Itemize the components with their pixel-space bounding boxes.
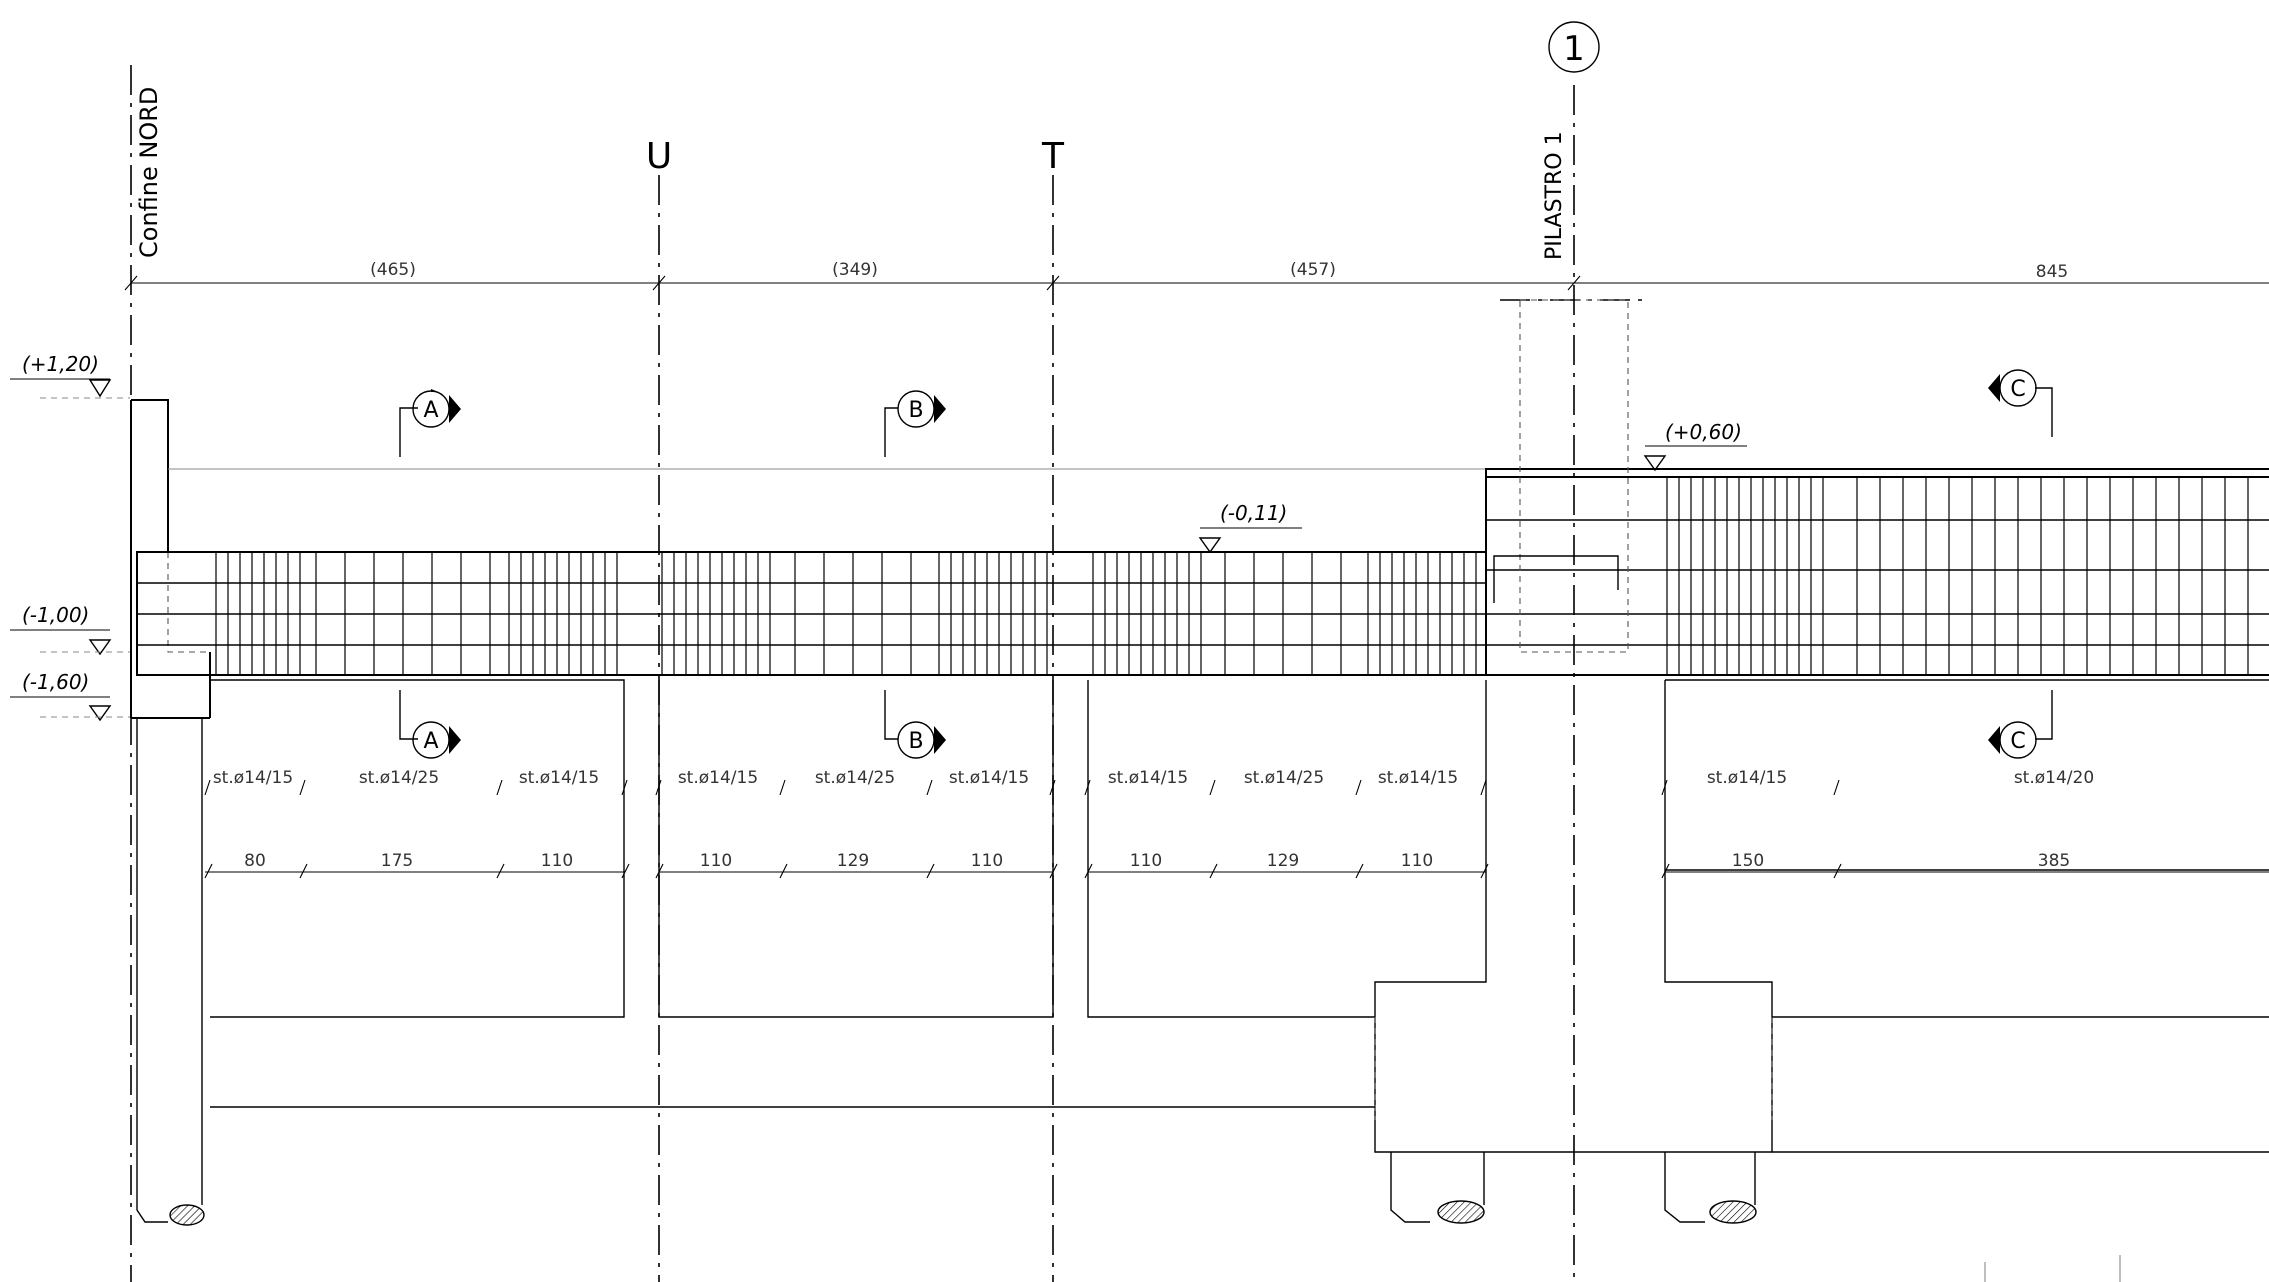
pile-head-3	[1709, 1200, 1757, 1224]
spacing-dim-1: 80	[244, 851, 266, 871]
level-marker-5	[1643, 445, 1747, 472]
section-marker-a-top	[399, 389, 461, 457]
stirrup-label-6: st.ø14/15	[949, 768, 1029, 788]
stirrup-label-9: st.ø14/15	[1378, 768, 1458, 788]
level-marker-3	[10, 696, 130, 722]
spacing-dim-9: 110	[1401, 851, 1433, 871]
section-marker-b-bottom	[884, 690, 946, 759]
stirrup-ticks	[204, 779, 1840, 796]
level-label-4: (-0,11)	[1220, 501, 1287, 525]
structure-outline	[130, 299, 2269, 1223]
level-marker-2	[10, 629, 130, 656]
grid-axes	[130, 65, 1650, 1282]
top-dim-4: 845	[2036, 262, 2068, 282]
level-label-5: (+0,60)	[1665, 420, 1742, 444]
section-label-b-bottom: B	[908, 729, 923, 754]
section-marker-c-bottom	[1988, 690, 2053, 759]
spacing-dim-3: 110	[541, 851, 573, 871]
stirrup-label-1: st.ø14/15	[213, 768, 293, 788]
section-label-a-bottom: A	[423, 729, 438, 754]
level-marker-1	[10, 378, 130, 399]
spacing-dimension-line	[204, 863, 2269, 879]
stirrup-label-7: st.ø14/15	[1108, 768, 1188, 788]
section-marker-c-top	[1988, 369, 2053, 437]
spacing-dim-10: 150	[1732, 851, 1764, 871]
section-label-c-top: C	[2010, 377, 2025, 402]
level-marker-4	[1198, 527, 1302, 554]
spacing-dim-4: 110	[700, 851, 732, 871]
stirrup-label-11: st.ø14/20	[2014, 768, 2094, 788]
stirrup-label-4: st.ø14/15	[678, 768, 758, 788]
axis-bubble	[1548, 21, 1600, 73]
section-marker-a-bottom	[399, 690, 461, 759]
section-label-a-top: A	[423, 398, 438, 423]
top-dim-2: (349)	[832, 260, 878, 280]
spacing-dim-6: 110	[971, 851, 1003, 871]
level-label-2: (-1,00)	[22, 603, 89, 627]
spacing-dim-5: 129	[837, 851, 869, 871]
top-dim-3: (457)	[1290, 260, 1336, 280]
stirrup-label-5: st.ø14/25	[815, 768, 895, 788]
stirrup-label-10: st.ø14/15	[1707, 768, 1787, 788]
confine-nord-label: Confine NORD	[135, 87, 163, 258]
level-label-1: (+1,20)	[22, 352, 99, 376]
pilastro-label: PILASTRO 1	[1542, 131, 1567, 260]
top-dim-1: (465)	[370, 260, 416, 280]
section-label-b-top: B	[908, 398, 923, 423]
pile-head-2	[1437, 1200, 1485, 1224]
spacing-dim-8: 129	[1267, 851, 1299, 871]
grid-label-u: U	[646, 136, 672, 177]
axis-number-label: 1	[1563, 29, 1585, 69]
stirrup-label-2: st.ø14/25	[359, 768, 439, 788]
spacing-dim-7: 110	[1130, 851, 1162, 871]
top-dimension-line	[124, 275, 2269, 291]
spacing-dim-11: 385	[2038, 851, 2070, 871]
stirrup-label-8: st.ø14/25	[1244, 768, 1324, 788]
rebar-stirrups	[215, 477, 2249, 675]
grid-label-t: T	[1041, 136, 1065, 177]
stirrup-label-3: st.ø14/15	[519, 768, 599, 788]
section-marker-b-top	[884, 390, 946, 457]
pile-head-1	[169, 1204, 205, 1226]
level-label-3: (-1,60)	[22, 670, 89, 694]
spacing-dim-2: 175	[381, 851, 413, 871]
section-label-c-bottom: C	[2010, 729, 2025, 754]
